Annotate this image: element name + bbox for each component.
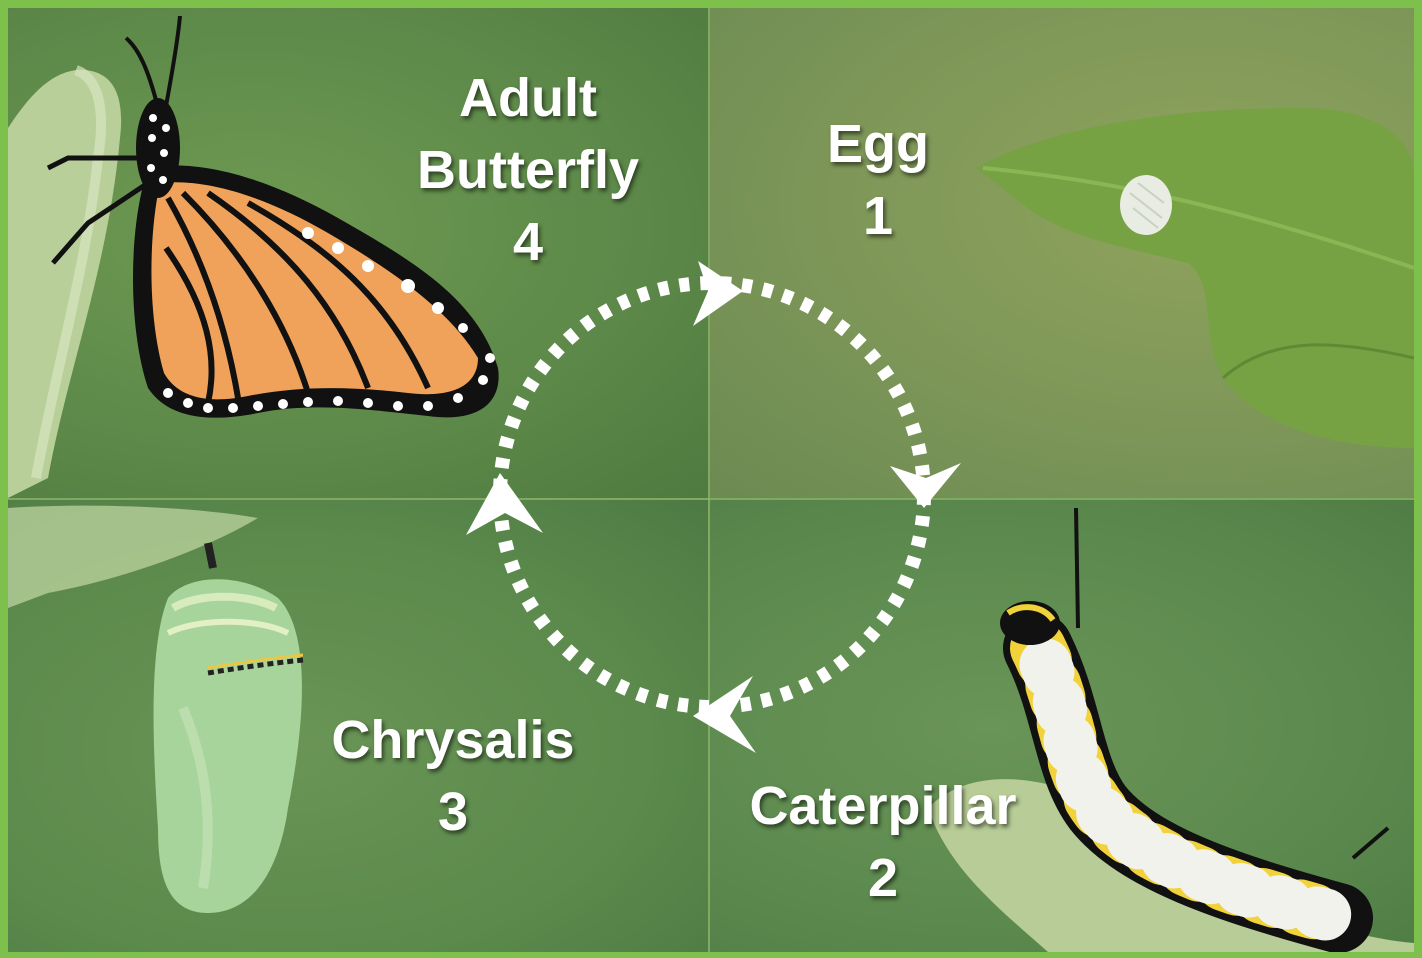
stage-number: 3 xyxy=(308,776,598,848)
stage-name: Caterpillar xyxy=(728,770,1038,842)
stage-number: 1 xyxy=(778,180,978,252)
stage-label-adult-butterfly: Adult Butterfly 4 xyxy=(398,62,658,278)
stage-number: 2 xyxy=(728,842,1038,914)
cycle-arrow-icon xyxy=(466,261,961,753)
stage-label-caterpillar: Caterpillar 2 xyxy=(728,770,1038,914)
stage-number: 4 xyxy=(398,206,658,278)
stage-name-line1: Adult xyxy=(398,62,658,134)
stage-label-egg: Egg 1 xyxy=(778,108,978,252)
stage-name: Egg xyxy=(778,108,978,180)
chrysalis-photo xyxy=(154,543,303,913)
stage-name: Chrysalis xyxy=(308,704,598,776)
stage-name-line2: Butterfly xyxy=(398,134,658,206)
illustrations xyxy=(8,8,1414,952)
stage-label-chrysalis: Chrysalis 3 xyxy=(308,704,598,848)
milkweed-pod-top-left xyxy=(8,70,121,498)
arrow-head-bottom xyxy=(693,676,756,753)
arrow-head-top xyxy=(693,261,743,326)
egg-on-leaf-photo xyxy=(976,108,1414,448)
